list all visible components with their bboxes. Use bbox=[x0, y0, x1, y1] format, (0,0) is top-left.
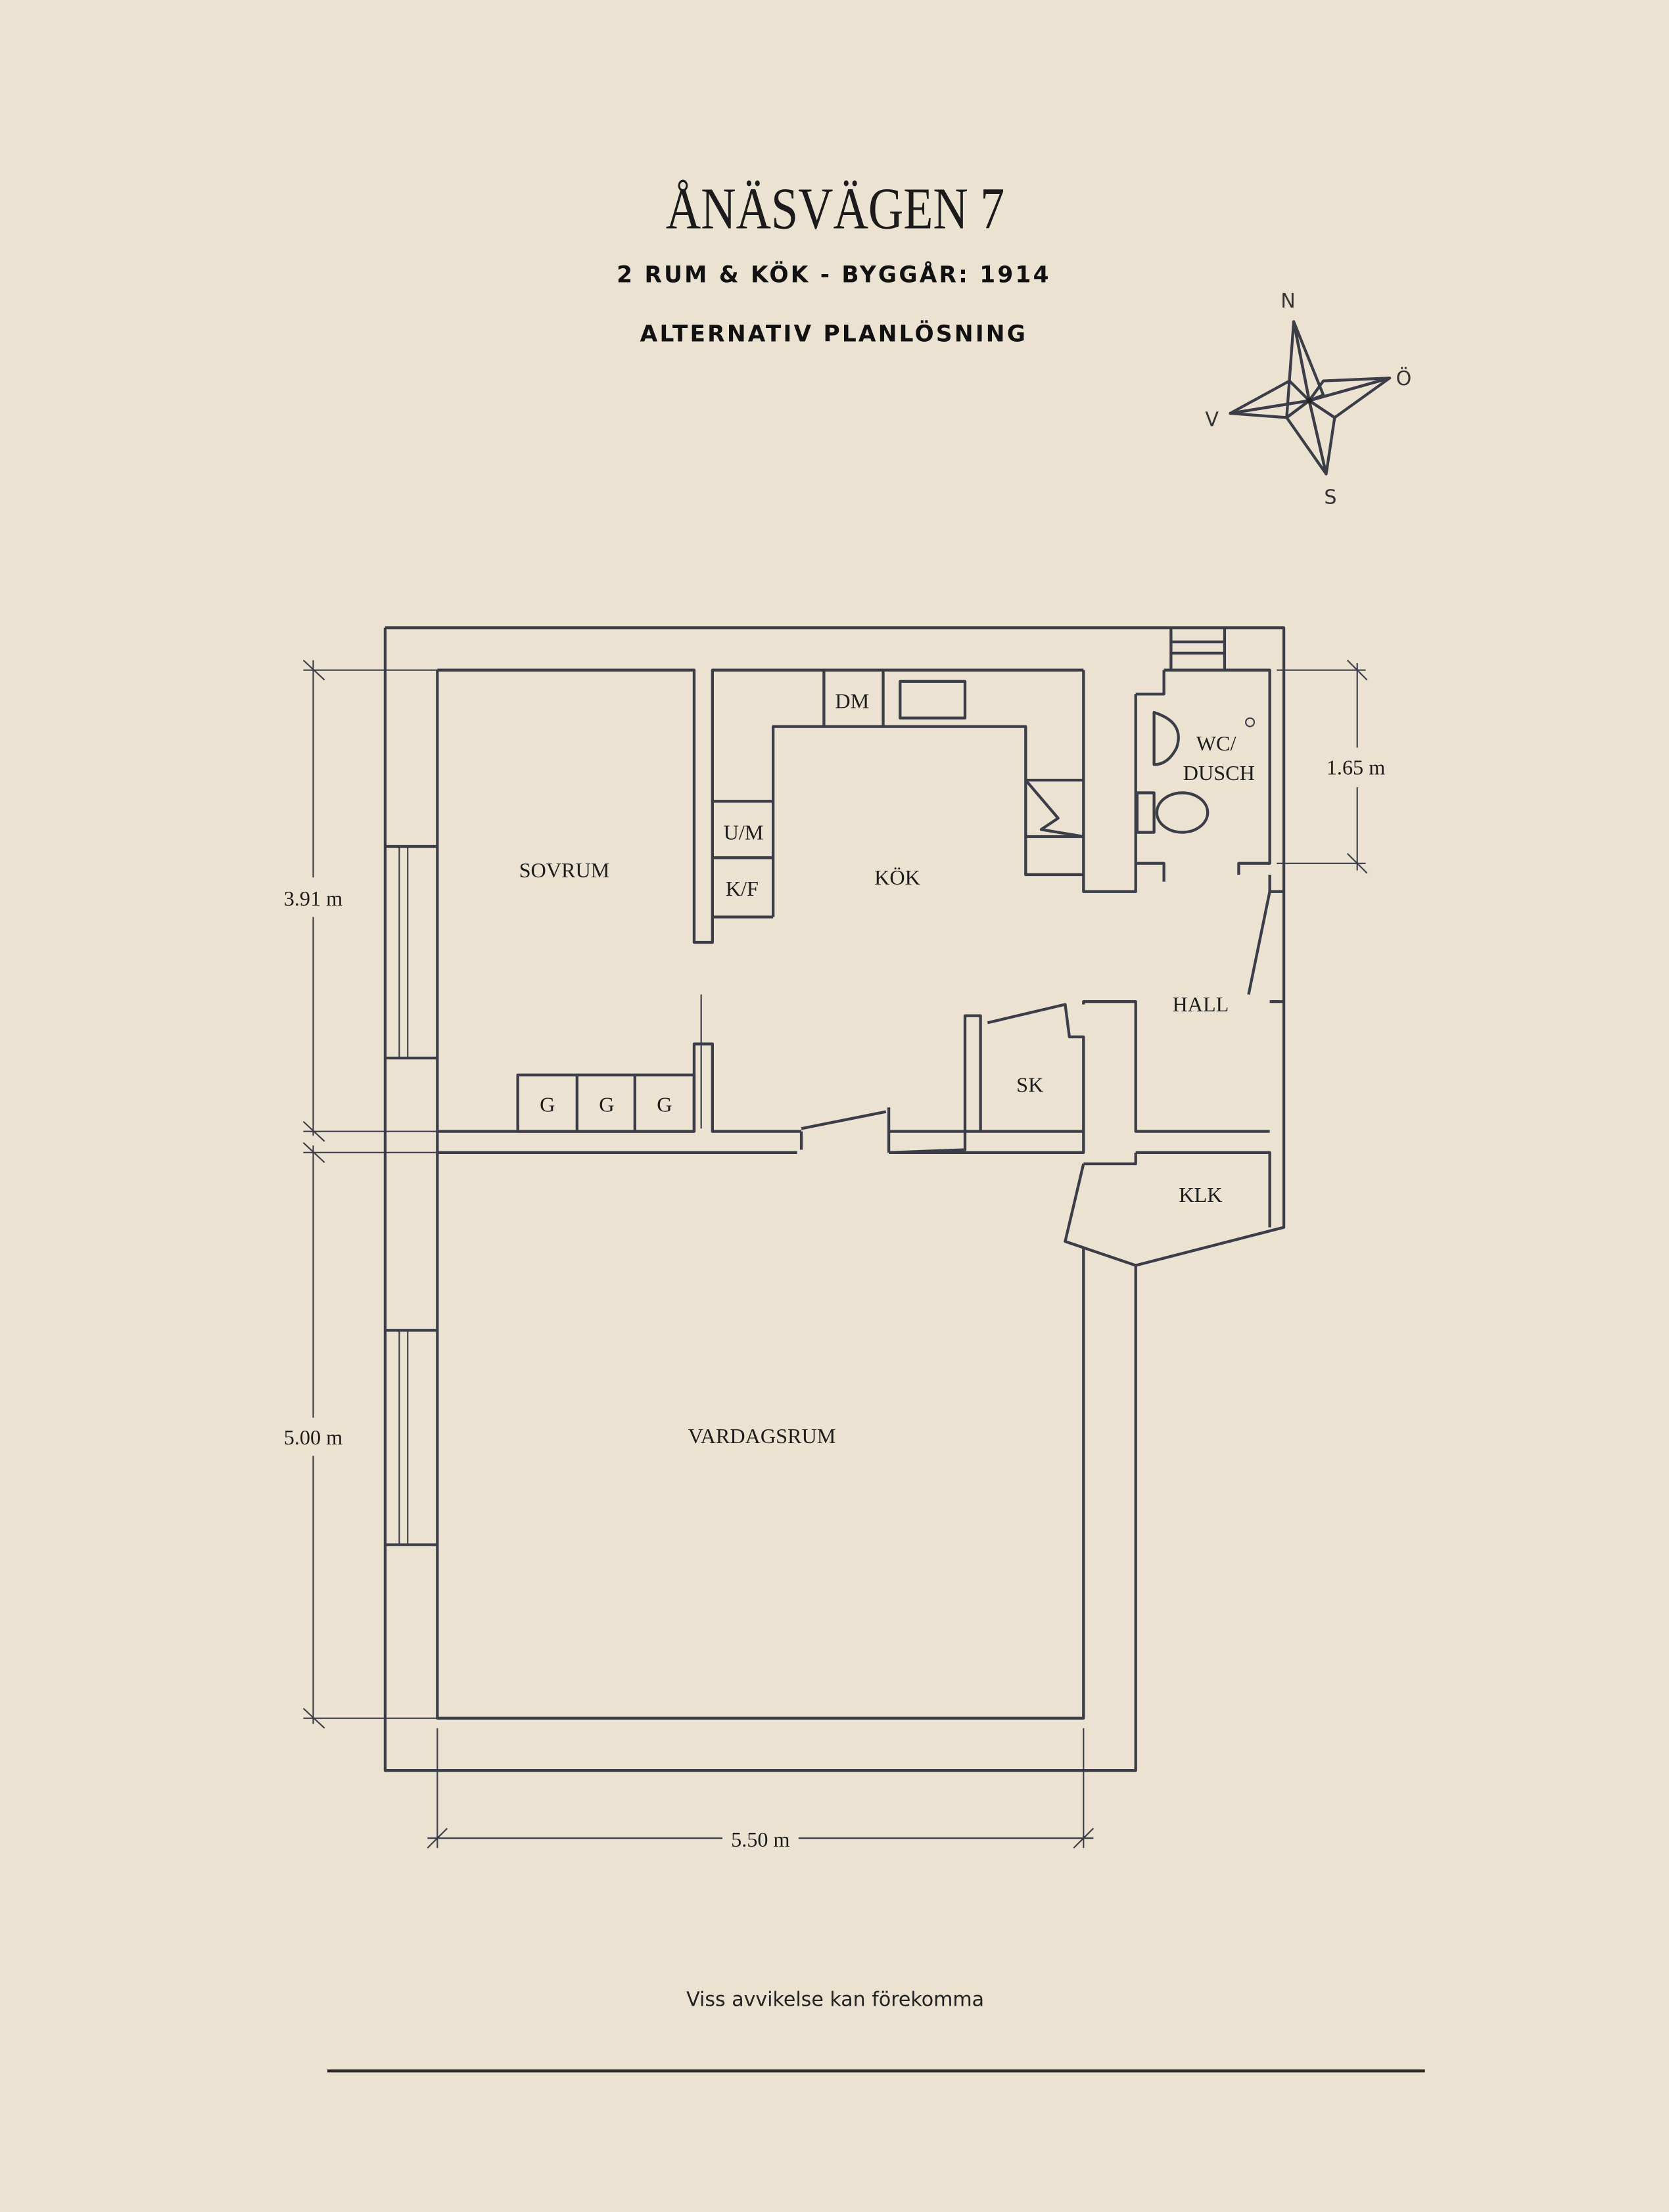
toilet-icon bbox=[1135, 791, 1210, 834]
kitchen-counter bbox=[712, 670, 1084, 919]
dimension-lines bbox=[302, 659, 1368, 1849]
interior-walls bbox=[437, 670, 1284, 1267]
room-label-sovrum: SOVRUM bbox=[519, 858, 610, 882]
stove-icon bbox=[1024, 779, 1084, 839]
room-label-sk: SK bbox=[1016, 1073, 1043, 1097]
label-g: G bbox=[540, 1093, 555, 1117]
label-g: G bbox=[657, 1093, 672, 1117]
room-label-kok: KÖK bbox=[874, 865, 920, 889]
room-label-wc: WC/ bbox=[1196, 731, 1236, 755]
dimension-sovrum-depth: 3.91 m bbox=[284, 887, 342, 910]
room-label-hall: HALL bbox=[1173, 992, 1229, 1016]
wardrobes bbox=[516, 1073, 696, 1133]
sink-icon bbox=[1152, 710, 1180, 766]
subtitle: 2 RUM & KÖK - BYGGÅR: 1914 bbox=[617, 261, 1051, 288]
window-sovrum bbox=[385, 844, 438, 1060]
dimension-vardagsrum-depth: 5.00 m bbox=[284, 1425, 342, 1449]
disclaimer: Viss avvikelse kan förekomma bbox=[686, 1989, 984, 2012]
compass-south: S bbox=[1324, 486, 1336, 509]
window-vardagsrum bbox=[385, 1329, 438, 1546]
compass-north: N bbox=[1281, 290, 1295, 313]
dimension-width: 5.50 m bbox=[731, 1828, 789, 1851]
label-dm: DM bbox=[835, 689, 869, 713]
page-title: ÅNÄSVÄGEN 7 bbox=[666, 176, 1004, 242]
label-kf: K/F bbox=[726, 877, 759, 900]
label-um: U/M bbox=[724, 820, 764, 844]
shower-icon bbox=[1245, 717, 1256, 727]
room-label-dusch: DUSCH bbox=[1183, 761, 1255, 785]
compass-rose-icon bbox=[1229, 320, 1392, 476]
plan-variant: ALTERNATIV PLANLÖSNING bbox=[640, 320, 1027, 347]
room-label-vardagsrum: VARDAGSRUM bbox=[688, 1424, 836, 1448]
exterior-walls bbox=[383, 626, 1286, 1772]
compass-west: V bbox=[1205, 408, 1219, 431]
label-g: G bbox=[599, 1093, 614, 1117]
room-label-klk: KLK bbox=[1179, 1183, 1222, 1207]
dimension-wc-depth: 1.65 m bbox=[1327, 756, 1385, 779]
compass-east: Ö bbox=[1396, 366, 1412, 390]
